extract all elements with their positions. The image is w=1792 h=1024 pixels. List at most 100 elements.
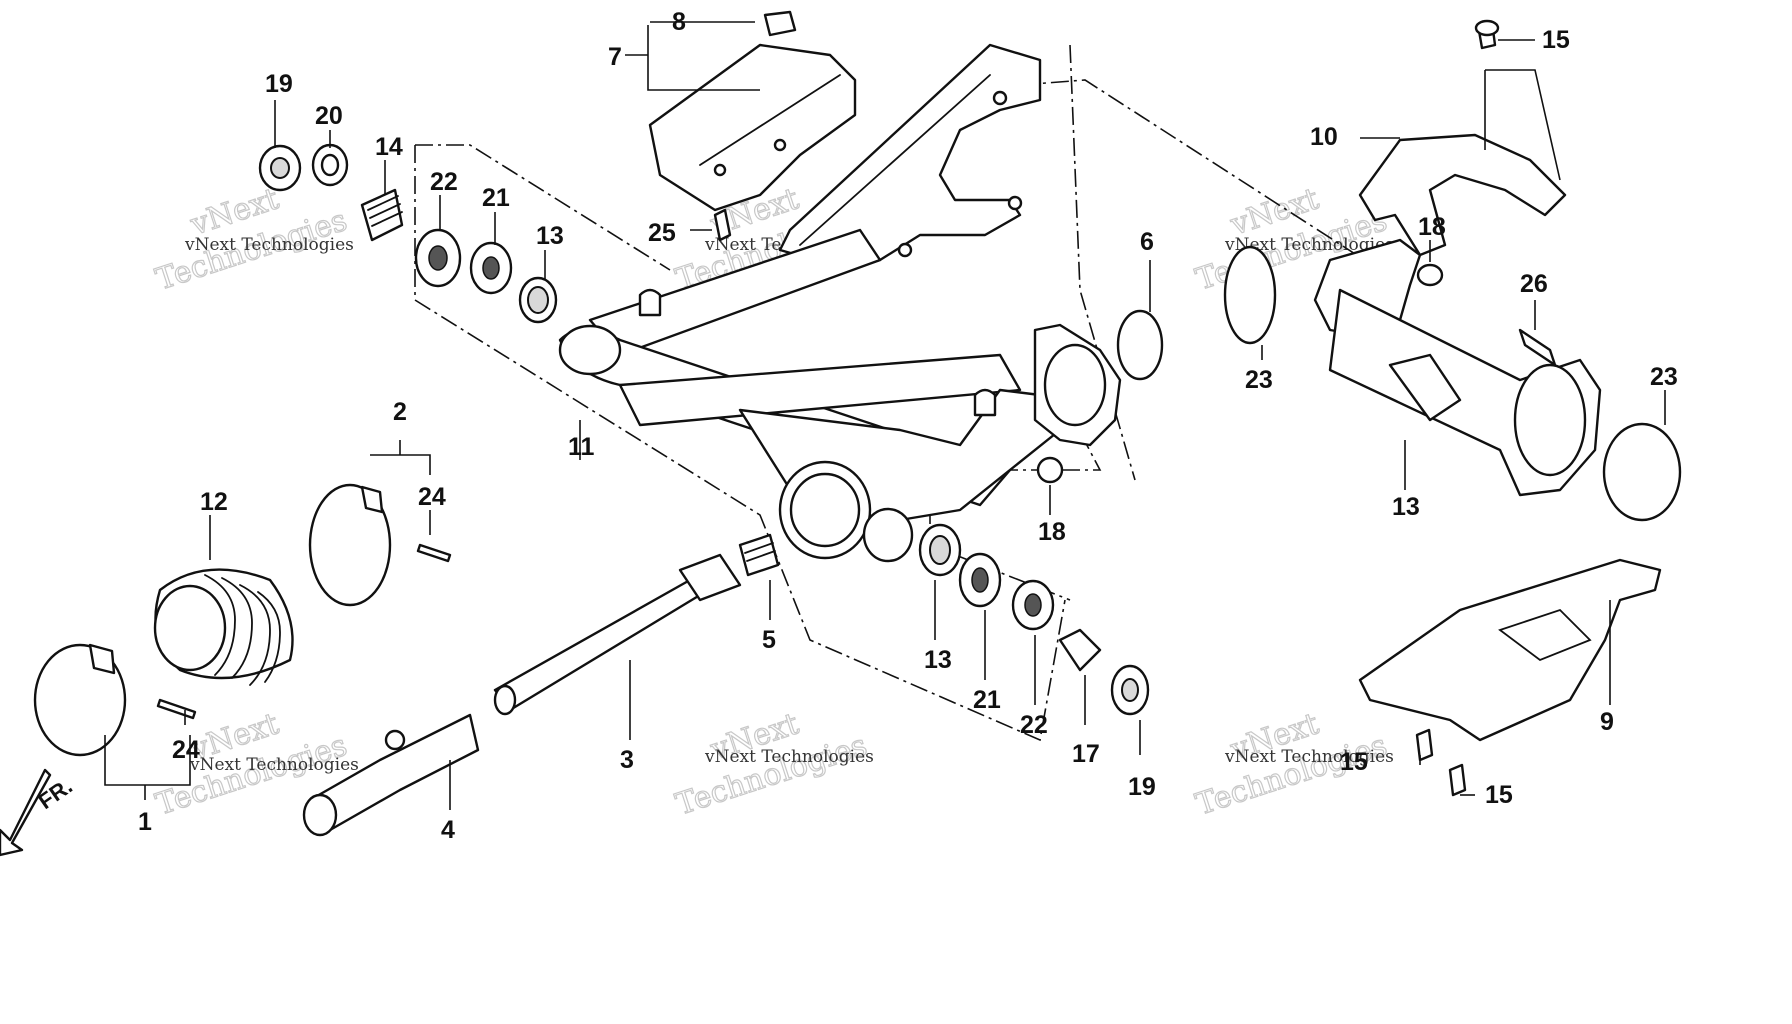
final-drive-cover [1358, 19, 1567, 257]
housing-bracket [1388, 353, 1462, 422]
assembly-line [1069, 44, 1136, 481]
o-ring-6 [1116, 309, 1164, 381]
left-bearing-stack [258, 143, 558, 324]
callout-23-left: 23 [1245, 366, 1273, 394]
band-1 [33, 643, 127, 757]
callout-26: 26 [1520, 270, 1548, 298]
callout-15-bottom: 15 [1485, 781, 1513, 809]
bracket-hole [992, 90, 1008, 106]
callout-11: 11 [568, 433, 595, 461]
callout-8: 8 [672, 8, 686, 36]
driveshaft-3-spline [493, 684, 517, 716]
right-bearing-stack [918, 523, 1150, 716]
front-direction-marker: FR. [0, 768, 77, 857]
callout-21-right: 21 [973, 686, 1001, 714]
pivot-bolt-16 [360, 188, 404, 242]
o-ring-23-left [1223, 245, 1277, 345]
universal-joint [302, 713, 480, 837]
leader-2-bracket [370, 454, 431, 475]
callout-25: 25 [648, 219, 676, 247]
guard-9-relief [1498, 608, 1592, 662]
spring-5 [738, 533, 780, 577]
callout-21-left: 21 [482, 184, 510, 212]
swingarm-clip [973, 388, 997, 417]
swingarm [558, 43, 1122, 563]
nut-19-left-bore [270, 157, 290, 179]
boot-12-opening [153, 584, 227, 672]
swingarm-pivot-bar [618, 353, 1022, 427]
screw-24-lower [156, 698, 197, 720]
nut-19-right-bore [1121, 678, 1139, 702]
watermark-small: vNext Technologies [189, 755, 359, 775]
u-joint-4-end [302, 793, 338, 837]
guard-9 [1358, 558, 1662, 742]
pivot-bolt-threads [367, 195, 403, 227]
callout-24-lower: 24 [172, 736, 200, 764]
band-2 [308, 483, 392, 607]
lower-guard [1358, 558, 1662, 797]
callout-5: 5 [762, 626, 776, 654]
callout-17: 17 [1072, 740, 1100, 768]
swingarm-flange-bore [1043, 343, 1107, 427]
nut-18-middle [1036, 456, 1064, 484]
leader-7 [647, 25, 760, 91]
bracket-hole [897, 242, 913, 258]
callout-23-right: 23 [1650, 363, 1678, 391]
watermark-small: vNext Technologies [1224, 747, 1394, 767]
bracket-cover-7 [648, 43, 857, 212]
callout-3: 3 [620, 746, 634, 774]
o-ring-23-right [1602, 422, 1682, 522]
boot-assembly [33, 483, 452, 757]
callout-6: 6 [1140, 228, 1154, 256]
assembly-line [414, 145, 1066, 742]
bolt-26 [1518, 328, 1557, 367]
driveshaft [493, 533, 780, 716]
callout-13-right: 13 [924, 646, 952, 674]
callout-18-right: 18 [1418, 213, 1446, 241]
watermark-small: vNext Technologies [184, 235, 354, 255]
bearing-21-left-bore [482, 256, 500, 280]
bracket-cover-hole [713, 163, 727, 177]
spring-5-coils [744, 542, 776, 562]
seal-13-right-bore [929, 535, 951, 565]
leader-lines [104, 21, 1666, 810]
bearing-21-right-bore [971, 567, 989, 593]
callout-19-left: 19 [265, 70, 293, 98]
callout-4: 4 [441, 816, 455, 844]
callout-15-lower: 15 [1340, 748, 1368, 776]
bearing-22-right-bore [1024, 593, 1042, 617]
callout-22-left: 22 [430, 168, 458, 196]
watermark-small: vNext Technologies [704, 747, 874, 767]
callout-labels: 8 7 19 20 14 22 21 13 25 6 15 10 18 26 2… [138, 8, 1678, 844]
bracket-hole [1007, 195, 1023, 211]
callout-2: 2 [393, 398, 407, 426]
seal-13-left-bore [527, 286, 549, 314]
callout-19-right: 19 [1128, 773, 1156, 801]
callout-13-left: 13 [536, 222, 564, 250]
watermark-small: vNext Technologies [1224, 235, 1394, 255]
swingarm-housing-side [862, 507, 914, 563]
swingarm-bracket-edge [799, 74, 991, 246]
driveshaft-3-yoke [678, 553, 742, 602]
callout-9: 9 [1600, 708, 1614, 736]
washer-20-bore [320, 153, 340, 177]
callout-10: 10 [1310, 123, 1338, 151]
bracket-cover-fold [699, 74, 841, 166]
callout-1: 1 [138, 808, 152, 836]
front-arrow-icon [0, 768, 52, 857]
callout-16: 14 [375, 133, 403, 161]
bracket-cover-hole [773, 138, 787, 152]
upper-bracket-cover [648, 10, 857, 212]
callout-20: 20 [315, 102, 343, 130]
callout-7: 7 [608, 43, 622, 71]
bearing-22-left-bore [428, 245, 448, 271]
callout-14: 13 [1392, 493, 1420, 521]
bolt-15-lower [1415, 728, 1434, 762]
bolt-8 [763, 10, 797, 37]
callout-12: 12 [200, 488, 228, 516]
swingarm-pivot-end [558, 324, 622, 376]
leader-1-bracket [104, 735, 191, 786]
callout-15-top: 15 [1542, 26, 1570, 54]
driveshaft-housing [1223, 238, 1682, 522]
